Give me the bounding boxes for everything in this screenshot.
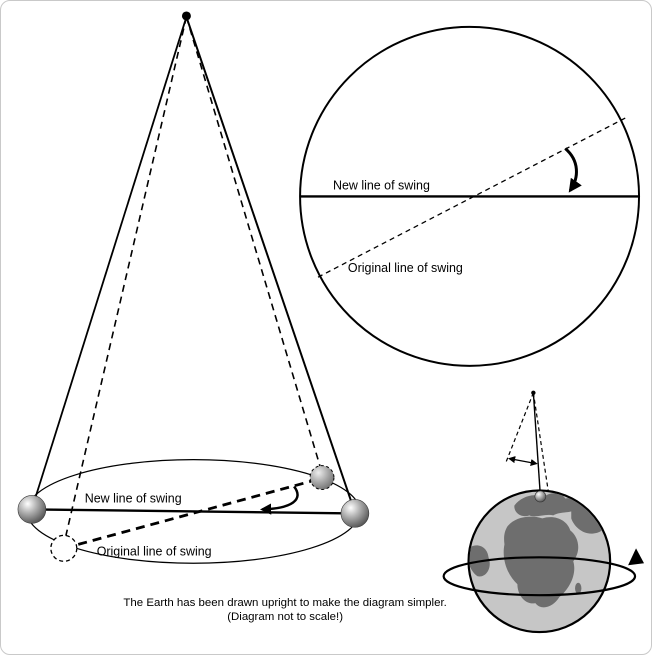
- side-view-new-line-label: New line of swing: [85, 491, 182, 505]
- mini-string-solid: [532, 392, 542, 496]
- continent-europe: [514, 493, 579, 517]
- string-to-shaded-bob-dashed: [185, 16, 322, 470]
- top-view-new-line-label: New line of swing: [333, 178, 430, 192]
- ghost-bob: [50, 534, 78, 562]
- left-bob: [17, 495, 47, 524]
- caption-line1: The Earth has been drawn upright to make…: [123, 597, 446, 609]
- caption: The Earth has been drawn upright to make…: [123, 597, 446, 623]
- island-madagascar: [575, 582, 582, 594]
- top-view-rotation-arrow: [564, 147, 582, 193]
- globe-continents: [469, 493, 608, 608]
- mini-swing-double-arrow: [508, 456, 538, 467]
- earth-figure: [442, 390, 645, 634]
- pivot-point: [181, 11, 191, 21]
- string-to-left-bob: [33, 16, 188, 503]
- top-view-inset: New line of swing Original line of swing: [299, 25, 641, 367]
- earth-rotation-band: [442, 556, 637, 597]
- rotation-arrow: [259, 485, 299, 515]
- string-to-right-bob: [185, 16, 354, 507]
- side-view-pendulum: New line of swing Original line of swing: [17, 11, 370, 564]
- continent-africa: [503, 516, 579, 608]
- mini-string-dashed-left: [504, 392, 534, 464]
- shaded-bob: [309, 465, 335, 490]
- top-view-original-line-dashed: [317, 117, 627, 278]
- right-bob: [340, 499, 370, 528]
- earth-rotation-arrowhead: [628, 548, 645, 566]
- mini-string-dashed-right: [532, 392, 549, 492]
- top-view-original-line-label: Original line of swing: [348, 261, 463, 275]
- new-line-of-swing: [33, 508, 354, 515]
- mini-bob: [534, 490, 547, 503]
- mini-pivot-point: [531, 390, 536, 395]
- string-to-ghost-bob-dashed: [64, 16, 188, 541]
- caption-line2: (Diagram not to scale!): [227, 611, 343, 623]
- side-view-original-line-label: Original line of swing: [97, 544, 212, 558]
